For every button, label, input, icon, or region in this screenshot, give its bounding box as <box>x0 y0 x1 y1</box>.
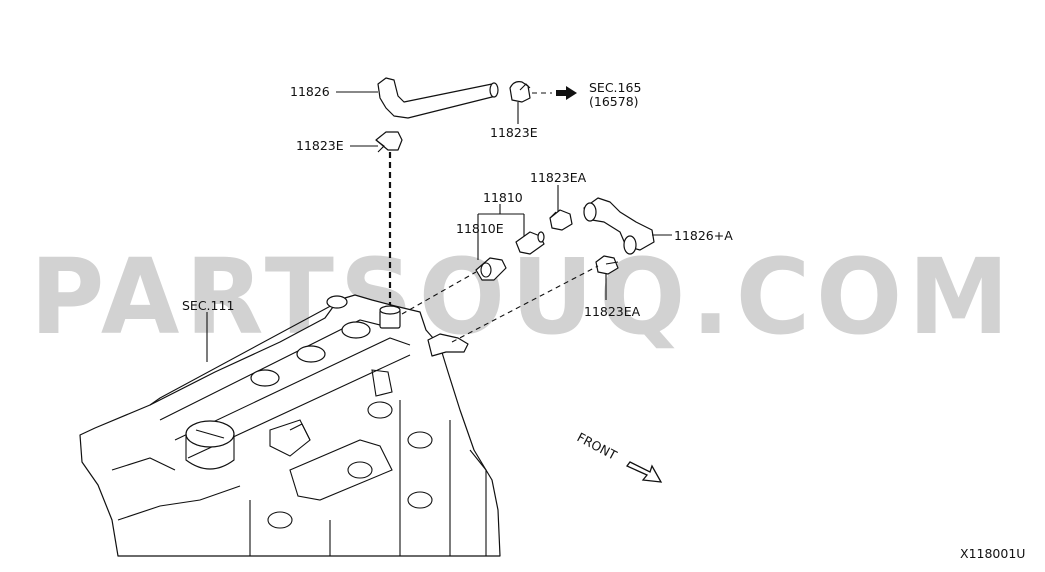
label-11823ea-lower: 11823EA <box>584 304 641 319</box>
leader-11810 <box>477 204 525 260</box>
routing-line-hose <box>451 265 599 343</box>
front-arrow-icon <box>625 461 663 483</box>
part-11810-pcv-valve <box>515 231 545 255</box>
label-sec165: SEC.165 <box>589 80 641 95</box>
part-11826-hose-upper <box>377 77 499 119</box>
label-11823e-right: 11823E <box>490 125 538 140</box>
part-11823ea-clamp-lower <box>595 255 619 275</box>
label-11810e: 11810E <box>456 221 504 236</box>
part-11826a-hose-lower <box>583 197 655 255</box>
watermark: PARTSOUQ.COM <box>30 236 1015 358</box>
label-sec165-sub: (16578) <box>589 94 639 109</box>
front-direction-indicator: FRONT <box>575 429 663 483</box>
part-11823e-clamp-left <box>375 131 403 153</box>
part-11823e-clamp-upper <box>509 81 531 103</box>
label-front: FRONT <box>575 429 620 462</box>
diagram-code: X118001U <box>960 546 1025 561</box>
label-11823e-left: 11823E <box>296 138 344 153</box>
label-11826a: 11826+A <box>674 228 733 243</box>
engine-cylinder-head <box>79 294 501 557</box>
part-11823ea-clamp-upper <box>549 209 573 231</box>
label-11810: 11810 <box>483 190 523 205</box>
label-11826: 11826 <box>290 84 330 99</box>
label-11823ea-upper: 11823EA <box>530 170 587 185</box>
part-11810e-grommet <box>475 257 507 281</box>
label-sec111: SEC.111 <box>182 298 234 313</box>
arrow-right-icon <box>556 86 577 100</box>
